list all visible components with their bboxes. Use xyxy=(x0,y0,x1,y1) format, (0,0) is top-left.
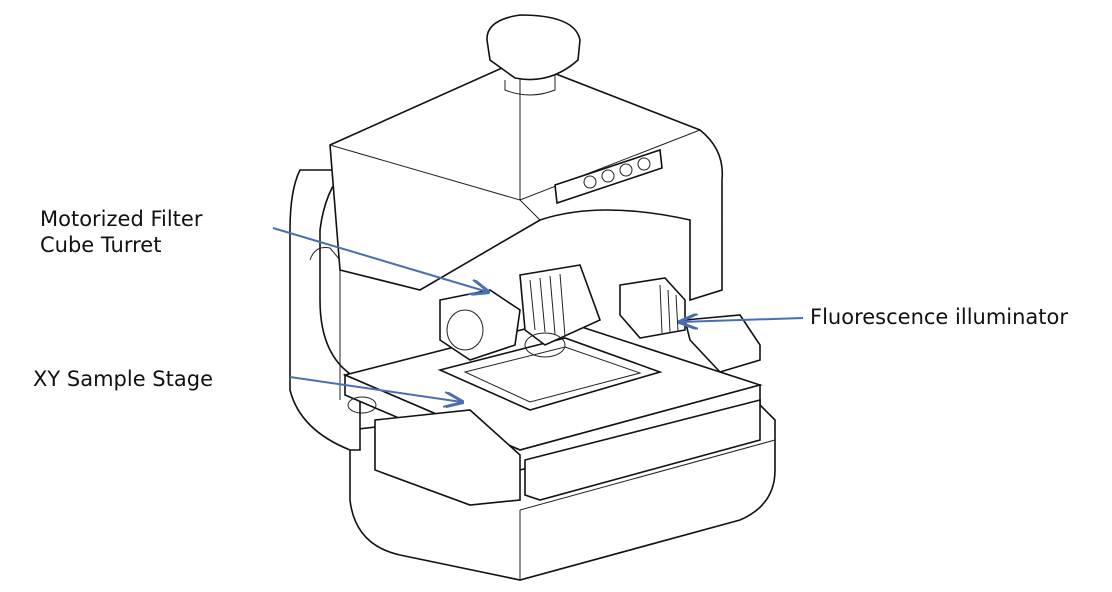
stage-label: XY Sample Stage xyxy=(33,367,213,391)
illuminator-arrow xyxy=(680,318,804,322)
filter-turret xyxy=(439,264,602,361)
turret-label: Motorized Filter Cube Turret xyxy=(40,206,202,258)
fluorescence-illuminator xyxy=(619,277,761,373)
turret-label-line2: Cube Turret xyxy=(40,233,162,257)
turret-arrow xyxy=(272,227,488,292)
xy-stage xyxy=(342,319,763,506)
illuminator-label: Fluorescence illuminator xyxy=(810,305,1069,329)
head-housing xyxy=(329,14,724,302)
turret-label-line1: Motorized Filter xyxy=(40,207,203,231)
stage-arrow xyxy=(289,376,462,402)
